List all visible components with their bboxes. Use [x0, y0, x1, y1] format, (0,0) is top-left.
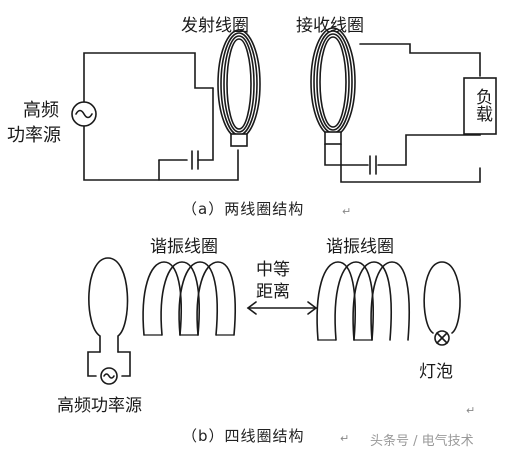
- tx-coil-label: 发射线圈: [181, 16, 249, 36]
- four-coil-diagram: [87, 257, 461, 385]
- lamp-label: 灯泡: [419, 362, 453, 382]
- source-label-line1: 高频: [23, 100, 59, 121]
- distance-arrow: [246, 301, 318, 315]
- source-label-line2: 功率源: [7, 125, 61, 146]
- edit-mark-c: ↵: [340, 432, 350, 445]
- tx-circuit-wires: [83, 52, 239, 181]
- caption-b: （b）四线圈结构: [182, 427, 305, 445]
- edit-mark-b: ↵: [466, 404, 476, 417]
- watermark: 头条号 / 电气技术: [370, 434, 474, 449]
- distance-label-line2: 距离: [256, 282, 290, 302]
- drive-loop: [87, 257, 131, 377]
- two-coil-diagram: [71, 27, 497, 183]
- caption-a: （a）两线圈结构: [182, 200, 305, 218]
- edit-mark-a: ↵: [342, 205, 352, 218]
- load-label: 负载: [472, 88, 492, 122]
- distance-label-line1: 中等: [256, 260, 290, 280]
- tx-capacitor: [191, 150, 199, 170]
- rx-capacitor: [369, 155, 377, 175]
- rx-coil: [310, 27, 356, 145]
- drive-source-label: 高频功率源: [57, 396, 142, 416]
- ac-source-symbol-top: [71, 101, 97, 127]
- load-loop: [423, 261, 461, 334]
- right-resonant-label: 谐振线圈: [326, 237, 394, 257]
- rx-coil-label: 接收线圈: [296, 16, 364, 36]
- load-box: [463, 77, 497, 135]
- ac-source-symbol-bottom: [100, 367, 118, 385]
- left-resonant-helix: [142, 261, 237, 336]
- tx-coil: [217, 29, 261, 147]
- lamp-symbol: [434, 330, 450, 346]
- left-resonant-label: 谐振线圈: [150, 237, 218, 257]
- right-resonant-helix: [316, 261, 411, 341]
